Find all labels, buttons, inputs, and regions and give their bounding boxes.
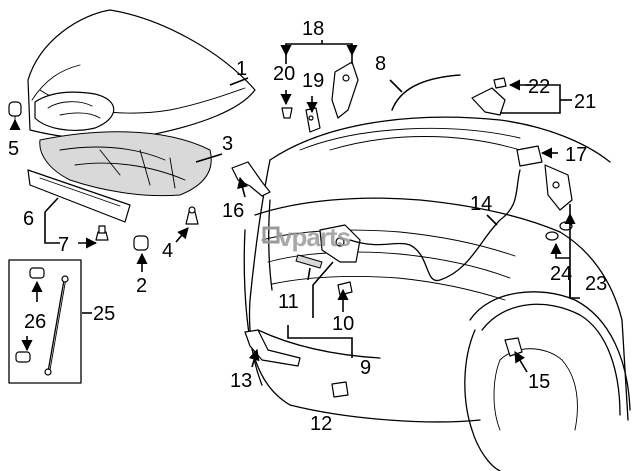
hood-support-rod-box <box>8 259 82 384</box>
callout-16: 16 <box>222 200 244 222</box>
hood-latch-support[interactable] <box>231 161 271 197</box>
watermark-text: vparts <box>278 222 351 252</box>
callout-11: 11 <box>278 291 299 313</box>
hood-hinge-bracket[interactable] <box>471 77 507 116</box>
hood-front-seal[interactable] <box>27 169 131 223</box>
callout-2: 2 <box>136 275 147 297</box>
hood-weatherstrip[interactable] <box>391 74 461 111</box>
callout-19: 19 <box>302 70 324 92</box>
callout-23: 23 <box>585 273 607 295</box>
callout-5: 5 <box>8 138 19 160</box>
hood-insulator[interactable] <box>39 131 212 197</box>
hood-lock-latch[interactable] <box>319 224 361 263</box>
callout-7: 7 <box>58 234 69 256</box>
hood-support-rod[interactable] <box>44 275 69 376</box>
fender-clip[interactable] <box>504 337 523 357</box>
hood-grommet[interactable] <box>331 381 349 398</box>
support-rod-retainer-bottom[interactable] <box>15 351 31 363</box>
callout-22: 22 <box>528 76 550 98</box>
support-rod-retainer-top[interactable] <box>29 267 45 279</box>
hood-cushion[interactable] <box>133 235 149 251</box>
callout-12: 12 <box>310 413 332 435</box>
callout-15: 15 <box>528 371 550 393</box>
callout-10: 10 <box>332 313 354 335</box>
callout-6: 6 <box>23 208 34 230</box>
watermark: vparts <box>262 222 352 252</box>
hood-release-lever[interactable] <box>244 329 301 367</box>
leader-lines <box>9 40 580 373</box>
callout-26: 26 <box>24 311 46 333</box>
callout-13: 13 <box>230 370 252 392</box>
hood-bumper-stop[interactable] <box>8 101 22 123</box>
callout-25: 25 <box>93 303 115 325</box>
callout-8: 8 <box>375 53 386 75</box>
callout-18: 18 <box>302 18 324 40</box>
hood-release-handle[interactable] <box>295 254 323 269</box>
callout-labels: 1 2 3 4 5 6 7 8 9 10 11 12 13 14 15 16 1… <box>8 18 607 435</box>
hood-seal-clip[interactable] <box>95 225 109 241</box>
callout-9: 9 <box>360 357 371 379</box>
callout-14: 14 <box>470 193 492 215</box>
vehicle-body-outline <box>243 116 631 471</box>
callout-3: 3 <box>222 133 233 155</box>
hood-lock-bracket[interactable] <box>516 145 573 211</box>
hood-release-cable[interactable] <box>349 169 521 282</box>
hood-lock-control[interactable] <box>337 281 353 296</box>
hood-hinge-assembly[interactable] <box>281 61 359 133</box>
callout-20: 20 <box>273 63 295 85</box>
callout-21: 21 <box>574 91 596 113</box>
callout-24: 24 <box>550 263 572 285</box>
callout-4: 4 <box>162 240 173 262</box>
hood-rear-bumper[interactable] <box>185 206 199 225</box>
callout-17: 17 <box>565 144 587 166</box>
hood-panel[interactable] <box>27 9 256 140</box>
callout-1: 1 <box>236 58 247 80</box>
